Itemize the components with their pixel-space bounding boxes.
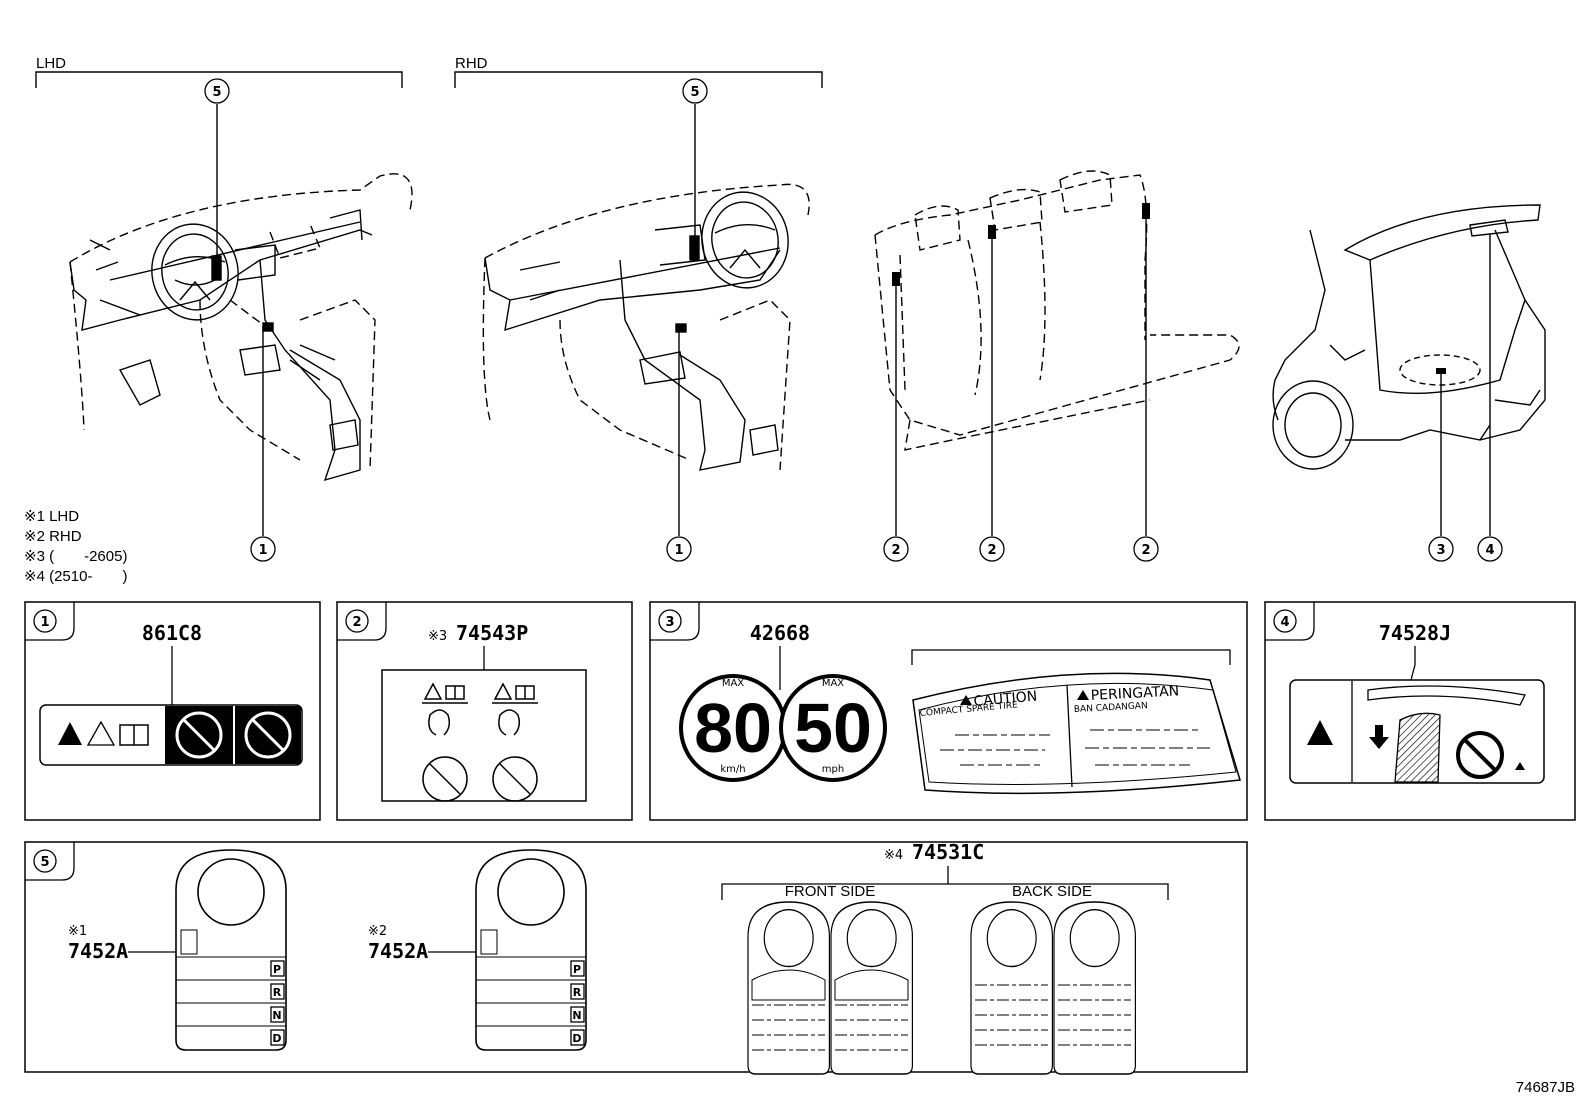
seat-marker-mid [988, 225, 996, 239]
rhd-bracket [454, 71, 823, 88]
back-side-label: BACK SIDE [1012, 883, 1092, 900]
rear-car-drawing [1272, 204, 1546, 470]
rear-seat-drawing [874, 170, 1240, 451]
car-marker-spare [1436, 368, 1446, 374]
lhd-label-marker [262, 322, 274, 332]
unit-kmh: km/h [720, 764, 745, 775]
seat-marker-left [892, 272, 900, 286]
lhd-dashboard-drawing [69, 173, 413, 482]
part-74543p: 74543P [456, 621, 528, 645]
speed-kmh: 80 [694, 689, 772, 767]
svg-text:5: 5 [40, 855, 49, 870]
svg-text:3: 3 [665, 615, 674, 630]
tag-right-part: 74531C [912, 840, 984, 864]
part-74543p-prefix: ※3 [428, 629, 447, 644]
svg-text:4: 4 [1280, 615, 1289, 630]
gear-p-left: P [273, 963, 281, 976]
tag-mid-prefix: ※2 [368, 924, 387, 939]
lhd-bracket [35, 71, 403, 88]
callouts-top [204, 78, 1503, 562]
callout-5-lhd: 5 [212, 85, 221, 100]
panel-1: 1 861C8 [24, 601, 321, 821]
callout-4: 4 [1485, 543, 1494, 558]
gear-d-left: D [272, 1032, 281, 1045]
callout-2-c: 2 [1141, 543, 1150, 558]
gear-d-mid: D [572, 1032, 581, 1045]
panel-5: 5 ※1 7452A P R N D ※2 7452A [24, 840, 1248, 1075]
tag-right-prefix: ※4 [884, 848, 903, 863]
svg-text:2: 2 [352, 615, 361, 630]
gear-n-mid: N [572, 1009, 581, 1022]
part-74528j: 74528J [1379, 621, 1451, 645]
speed-mph: 50 [794, 689, 872, 767]
callout-3: 3 [1436, 543, 1445, 558]
rhd-label-marker [675, 323, 687, 333]
caution-title: CAUTION [973, 688, 1038, 709]
panel-2: 2 ※3 74543P [336, 601, 633, 821]
part-861c8: 861C8 [142, 621, 202, 645]
part-42668: 42668 [750, 621, 810, 645]
front-side-label: FRONT SIDE [785, 883, 876, 900]
gear-r-left: R [273, 986, 282, 999]
rhd-label: RHD [455, 55, 488, 72]
panel-4: 4 74528J [1264, 601, 1576, 821]
tag-mid-part: 7452A [368, 939, 428, 963]
figure-code: 74687JB [1516, 1079, 1575, 1096]
peringatan-title: PERINGATAN [1090, 683, 1179, 704]
gear-n-left: N [272, 1009, 281, 1022]
max-label-1: MAX [722, 678, 744, 689]
peringatan-subtitle: BAN CADANGAN [1074, 701, 1148, 715]
tag-left-part: 7452A [68, 939, 128, 963]
max-label-2: MAX [822, 678, 844, 689]
gear-p-mid: P [573, 963, 581, 976]
svg-text:1: 1 [40, 615, 49, 630]
note-2: ※2 RHD [24, 528, 82, 545]
callout-2-a: 2 [891, 543, 900, 558]
rhd-dashboard-drawing [482, 183, 810, 471]
callout-1-rhd: 1 [674, 543, 683, 558]
tag-left-prefix: ※1 [68, 924, 87, 939]
callout-5-rhd: 5 [690, 85, 699, 100]
callout-2-b: 2 [987, 543, 996, 558]
unit-mph: mph [822, 764, 844, 775]
lhd-label: LHD [36, 55, 66, 72]
panel-3: 3 42668 MAX MAX 80 50 km/h mph CAUTION C… [649, 601, 1248, 821]
note-4: ※4 (2510- ) [24, 568, 127, 585]
rhd-tag-marker [689, 235, 700, 261]
gear-r-mid: R [573, 986, 582, 999]
note-1: ※1 LHD [24, 508, 79, 525]
callout-1-lhd: 1 [258, 543, 267, 558]
seat-marker-right [1142, 203, 1150, 219]
note-3: ※3 ( -2605) [24, 548, 127, 565]
